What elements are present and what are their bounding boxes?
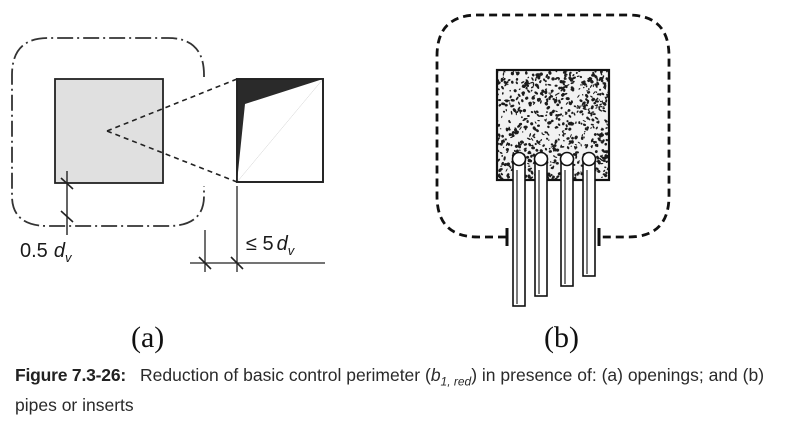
caption-text-after: ) in presence of: (a) openings; and (b) …	[15, 365, 765, 415]
panel-b: (b)	[435, 13, 671, 354]
figure-caption: Figure 7.3-26: Reduction of basic control…	[15, 364, 795, 417]
pipe-insert	[511, 151, 527, 307]
caption-math-sub: 1, red	[440, 374, 472, 389]
loaded-column-b	[495, 68, 611, 182]
control-perimeter-a	[11, 37, 205, 227]
caption-figure-label: Figure 7.3-26:	[15, 365, 126, 385]
panel-a-label: (a)	[131, 321, 164, 354]
pipes-group	[511, 151, 597, 307]
panel-b-label: (b)	[544, 321, 579, 354]
control-perimeter-b	[435, 13, 671, 239]
caption-text-before: Reduction of basic control perimeter (	[139, 365, 431, 385]
dimension-distance	[60, 171, 74, 235]
pipe-insert	[581, 151, 597, 277]
pipe-insert	[559, 151, 575, 287]
opening-white-wedge	[237, 79, 323, 182]
dimension-opening	[190, 186, 325, 272]
caption-math-var: b	[430, 365, 441, 385]
opening	[236, 78, 324, 183]
pipe-insert	[533, 151, 549, 297]
